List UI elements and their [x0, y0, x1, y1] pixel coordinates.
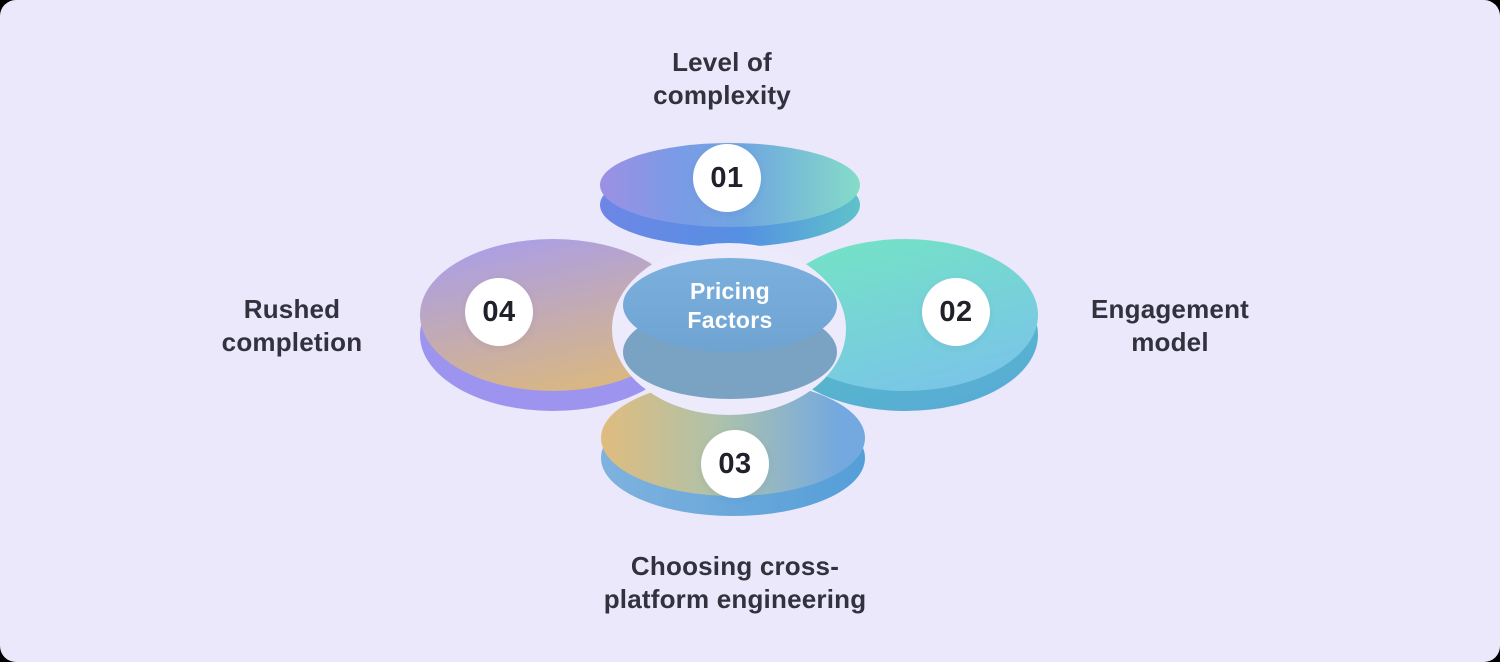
- label-line: Rushed: [243, 294, 341, 324]
- center-title-line: Factors: [687, 307, 773, 333]
- step-badge-03: 03: [701, 430, 769, 498]
- label-line: platform engineering: [603, 584, 867, 614]
- label-line: Choosing cross-: [630, 551, 840, 581]
- label-line: completion: [221, 327, 363, 357]
- center-title-line: Pricing: [689, 278, 771, 304]
- label-line: Level of: [672, 47, 772, 77]
- label-choosing-cross-platform: Choosing cross- platform engineering: [604, 550, 867, 616]
- label-line: model: [1131, 327, 1209, 357]
- label-line: complexity: [653, 80, 791, 110]
- label-engagement-model: Engagement model: [1091, 293, 1249, 359]
- center-hub: [623, 258, 837, 399]
- step-badge-01: 01: [693, 144, 761, 212]
- label-line: Engagement: [1090, 294, 1250, 324]
- center-title: Pricing Factors: [687, 277, 772, 335]
- step-badge-04: 04: [465, 278, 533, 346]
- step-badge-02: 02: [922, 278, 990, 346]
- center-hub-face: [623, 258, 837, 352]
- label-level-of-complexity: Level of complexity: [653, 46, 791, 112]
- label-rushed-completion: Rushed completion: [222, 293, 363, 359]
